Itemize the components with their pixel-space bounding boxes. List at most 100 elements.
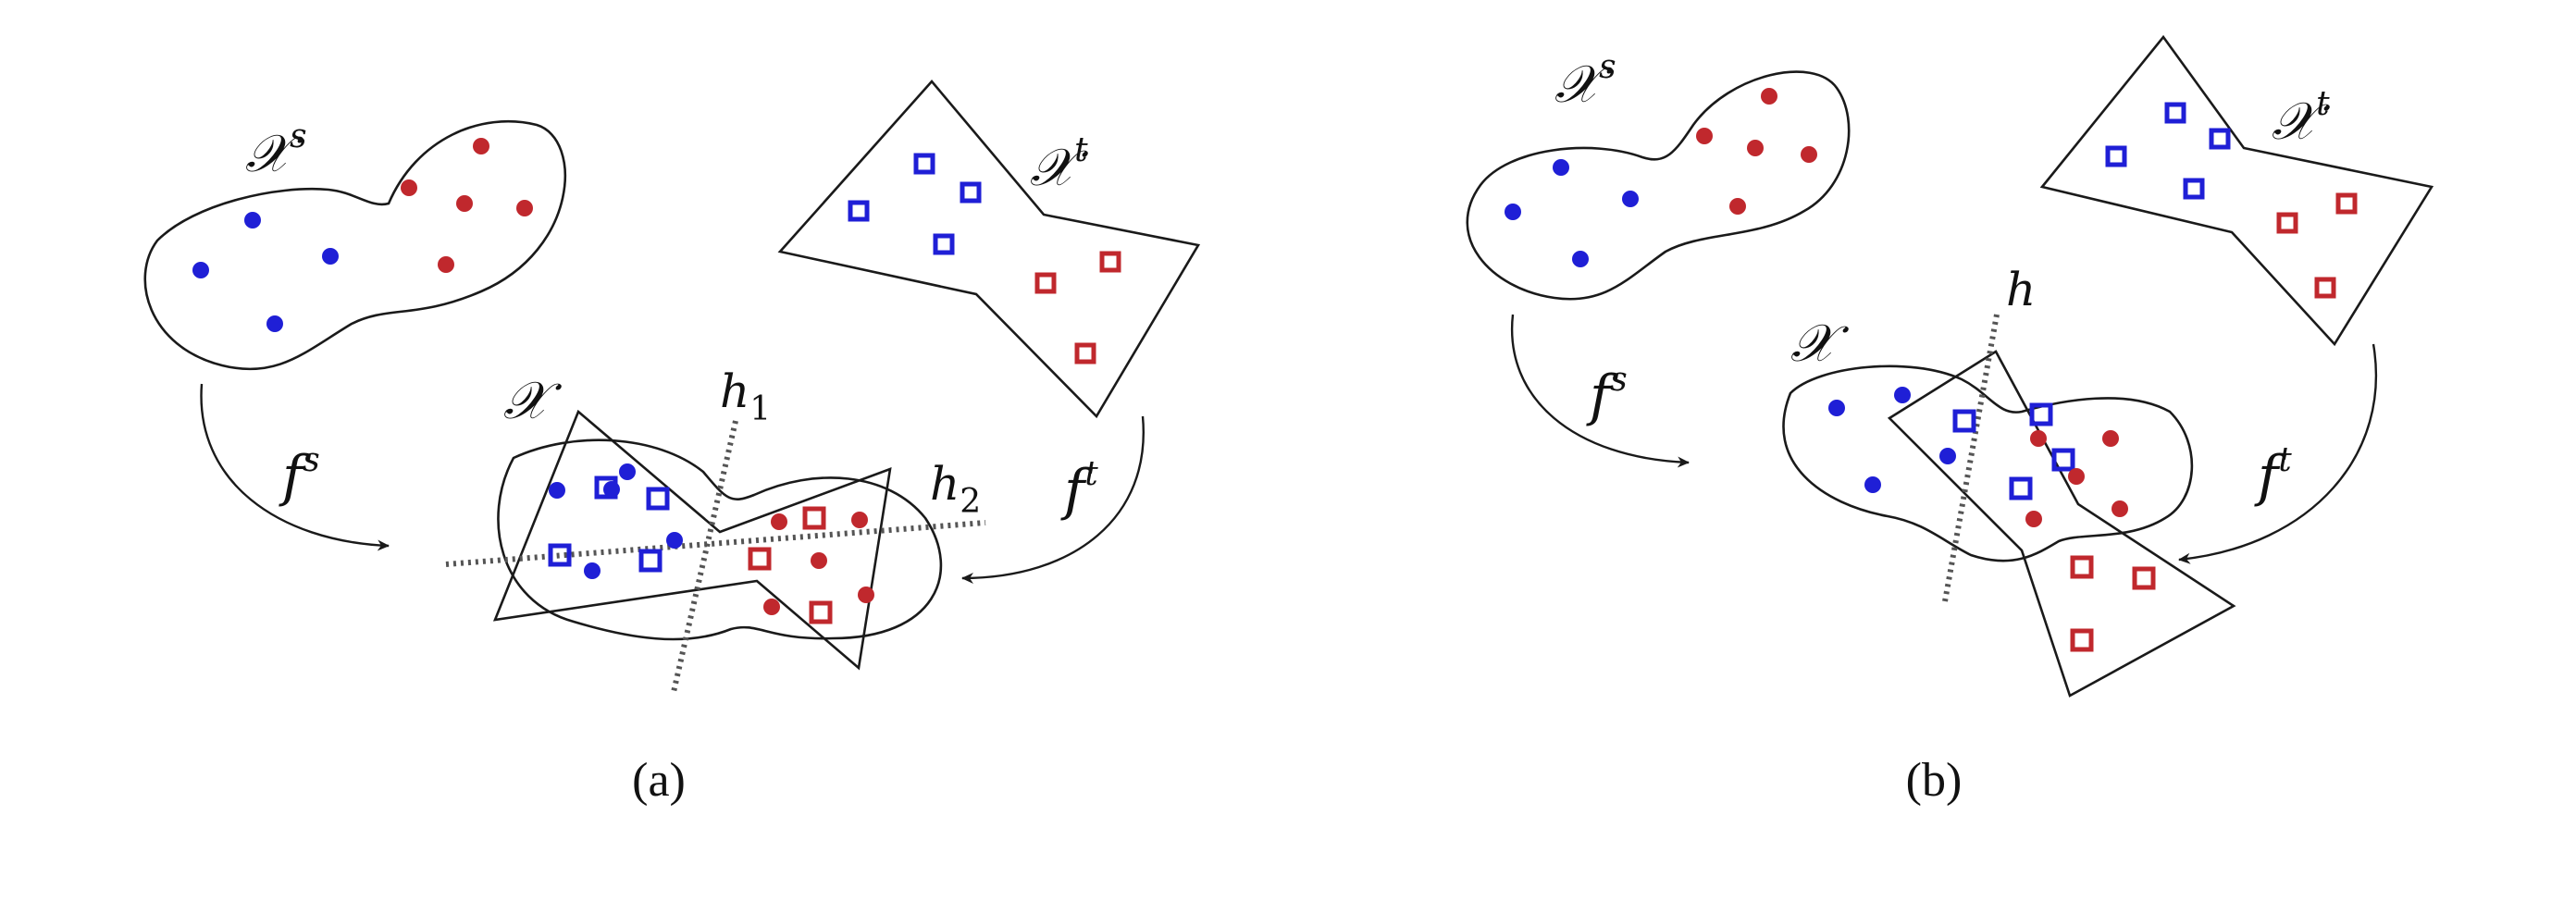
source-red-point xyxy=(438,256,454,273)
joint-blue-point xyxy=(619,463,636,480)
joint-blue-point xyxy=(549,482,565,499)
target-red-square xyxy=(1074,342,1096,364)
joint-blue-square xyxy=(646,487,670,511)
target-red-square xyxy=(1034,272,1057,294)
source-domain-label: 𝒳s xyxy=(1554,48,1616,115)
target-domain-label: 𝒳t xyxy=(1030,131,1089,198)
mapped-target-boundary xyxy=(492,409,892,671)
joint-red-square xyxy=(2070,628,2094,652)
source-map-label: fs xyxy=(1586,361,1628,428)
joint-points xyxy=(548,463,874,624)
source-red-point xyxy=(401,179,417,196)
joint-red-point xyxy=(858,587,874,603)
source-red-point xyxy=(1761,88,1777,105)
joint-red-square xyxy=(2070,555,2094,579)
panel-a-caption: (a) xyxy=(632,754,686,807)
source-points xyxy=(192,138,533,332)
source-map-arrow xyxy=(200,383,390,551)
joint-red-point xyxy=(771,513,787,530)
joint-red-square xyxy=(2132,566,2156,590)
source-blue-point xyxy=(322,248,339,265)
hyperplane-h1 xyxy=(671,420,738,693)
mapped-target-boundary xyxy=(1887,350,2236,698)
target-blue-square xyxy=(913,153,935,175)
target-blue-square xyxy=(2164,102,2186,124)
source-map-label: fs xyxy=(279,441,320,509)
target-red-square xyxy=(2314,277,2336,299)
joint-blue-point xyxy=(1864,476,1881,493)
mapped-source-boundary xyxy=(1782,364,2194,562)
joint-blue-square xyxy=(2009,476,2033,500)
source-red-point xyxy=(456,195,473,212)
target-blue-square xyxy=(2105,145,2127,167)
source-map-arrow xyxy=(1510,314,1690,468)
target-map-arrow xyxy=(2178,343,2378,564)
source-blue-point xyxy=(192,262,209,278)
joint-red-point xyxy=(2030,430,2047,447)
target-blue-square xyxy=(2183,178,2205,200)
h-label: h xyxy=(2006,263,2036,316)
joint-red-square xyxy=(748,547,772,571)
joint-blue-point xyxy=(666,532,683,549)
source-domain-boundary xyxy=(143,120,566,371)
joint-red-point xyxy=(763,599,780,615)
source-red-point xyxy=(1747,140,1764,156)
target-points xyxy=(2105,102,2358,299)
target-map-label: ft xyxy=(1060,455,1098,523)
joint-red-point xyxy=(2068,468,2085,485)
source-red-point xyxy=(1696,128,1713,144)
joint-space-label: 𝒳 xyxy=(503,371,563,431)
target-blue-square xyxy=(848,200,870,222)
target-domain-boundary xyxy=(2039,34,2434,347)
joint-blue-point xyxy=(584,562,601,579)
joint-red-point xyxy=(2025,511,2042,527)
joint-blue-square xyxy=(594,476,618,500)
joint-blue-square xyxy=(1952,409,1976,433)
source-blue-point xyxy=(1505,204,1521,220)
target-blue-square xyxy=(933,233,955,255)
source-points xyxy=(1505,88,1817,267)
target-map-label: ft xyxy=(2254,441,2292,509)
joint-blue-square xyxy=(548,543,572,567)
joint-points xyxy=(1828,387,2156,652)
source-blue-point xyxy=(244,212,261,228)
joint-blue-point xyxy=(1939,448,1956,464)
panel-b: 𝒳s 𝒳t fs xyxy=(1466,34,2434,807)
joint-blue-point xyxy=(1894,387,1911,403)
source-domain-boundary xyxy=(1466,70,1851,301)
joint-space-label: 𝒳 xyxy=(1790,314,1850,374)
source-red-point xyxy=(1801,146,1817,163)
joint-red-point xyxy=(2112,500,2128,517)
source-blue-point xyxy=(266,315,283,332)
joint-red-point xyxy=(851,512,868,528)
joint-red-point xyxy=(2102,430,2119,447)
source-blue-point xyxy=(1622,191,1639,207)
hyperplane-h2 xyxy=(445,520,986,567)
source-red-point xyxy=(516,200,533,216)
h2-label: h2 xyxy=(930,457,981,521)
h1-label: h1 xyxy=(720,364,771,428)
joint-red-point xyxy=(811,552,827,569)
target-blue-square xyxy=(960,181,982,204)
target-red-square xyxy=(2335,192,2358,215)
source-blue-point xyxy=(1572,251,1589,267)
panel-b-caption: (b) xyxy=(1906,754,1963,807)
target-red-square xyxy=(2276,212,2298,234)
target-domain-label: 𝒳t xyxy=(2272,85,2331,152)
source-blue-point xyxy=(1553,159,1569,176)
target-red-square xyxy=(1099,251,1121,273)
mapped-source-boundary xyxy=(497,438,943,641)
target-points xyxy=(848,153,1121,364)
joint-blue-square xyxy=(638,549,663,573)
joint-blue-square xyxy=(2029,402,2053,426)
joint-blue-point xyxy=(1828,400,1845,416)
target-map-arrow xyxy=(961,415,1145,584)
source-red-point xyxy=(473,138,489,154)
target-blue-square xyxy=(2209,128,2231,150)
source-domain-label: 𝒳s xyxy=(245,117,307,184)
joint-red-square xyxy=(809,600,833,624)
joint-blue-square xyxy=(2051,448,2075,472)
panel-a: 𝒳s 𝒳t fs xyxy=(143,80,1201,807)
source-red-point xyxy=(1729,198,1746,215)
